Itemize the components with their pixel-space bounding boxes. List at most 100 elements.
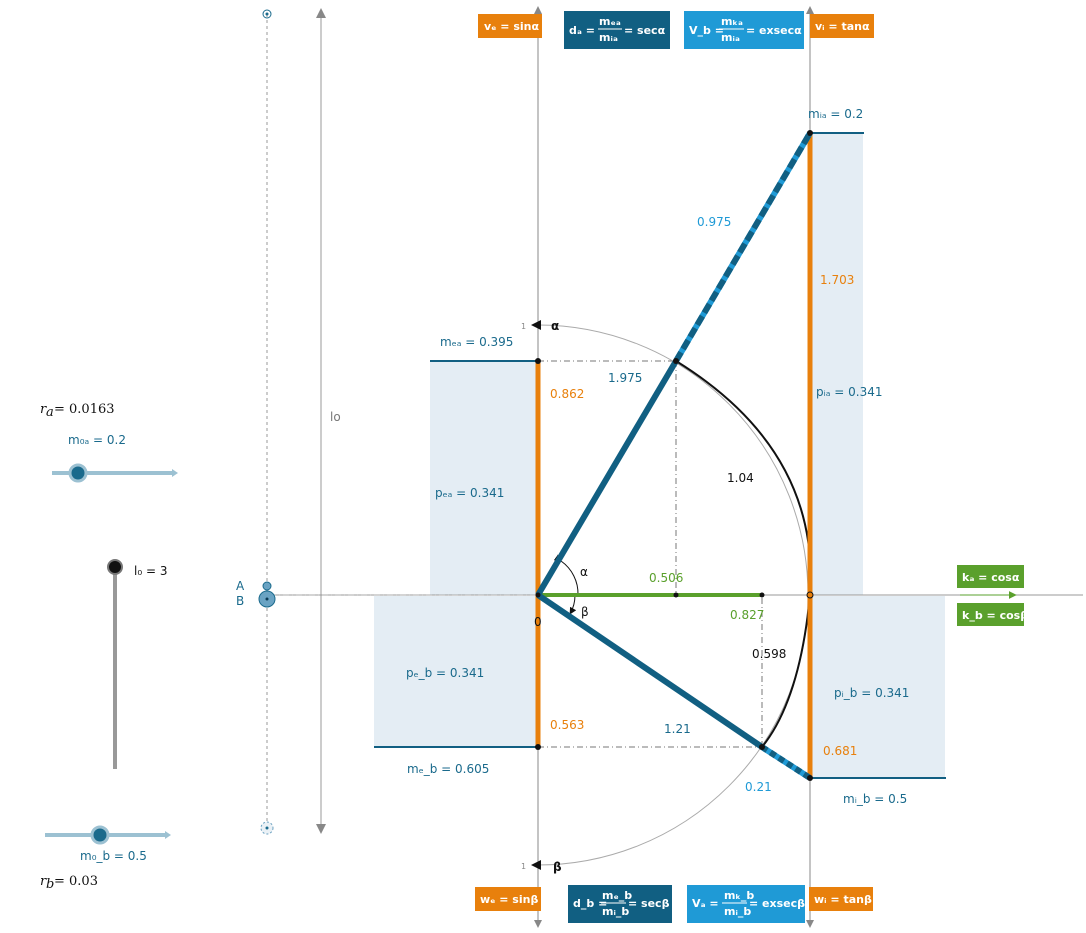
- point-beta-on-arc[interactable]: [759, 744, 765, 750]
- point-k: [806, 591, 814, 599]
- m-ia-label: mᵢₐ = 0.2: [808, 107, 863, 121]
- l0-slider[interactable]: [107, 559, 123, 769]
- svg-text:r: r: [40, 402, 47, 417]
- alpha-angle-label: α: [580, 565, 588, 579]
- beta-angle-label: β: [581, 605, 589, 619]
- tick-one-bottom: 1: [521, 862, 526, 871]
- formula-wi: wᵢ = tanβ: [809, 887, 873, 911]
- value-0827: 0.827: [730, 608, 764, 622]
- m0b-label: m₀_b = 0.5: [80, 849, 147, 863]
- point-m-ea[interactable]: [535, 358, 541, 364]
- value-0506: 0.506: [649, 571, 683, 585]
- ab-top-point[interactable]: [262, 9, 272, 19]
- value-1703: 1.703: [820, 273, 854, 287]
- svg-text:= exsecα: = exsecα: [746, 24, 802, 37]
- svg-text:d_b =: d_b =: [573, 897, 607, 910]
- point-a[interactable]: [262, 581, 272, 591]
- origin-label: 0: [534, 615, 542, 629]
- m-eb-label: mₑ_b = 0.605: [407, 762, 489, 776]
- r-a-readout: r a = 0.0163: [40, 402, 115, 420]
- m-ib-label: mᵢ_b = 0.5: [843, 792, 907, 806]
- p-ia-label: pᵢₐ = 0.341: [816, 385, 883, 399]
- value-0681: 0.681: [823, 744, 857, 758]
- l0-slider-handle[interactable]: [107, 559, 123, 575]
- panel-ea: [430, 361, 538, 595]
- m0b-slider-handle[interactable]: [90, 825, 110, 845]
- secant-alpha: [535, 359, 679, 597]
- exsecant-beta: [760, 744, 812, 781]
- svg-text:wₑ = sinβ: wₑ = sinβ: [480, 893, 538, 906]
- origin-point: [535, 592, 541, 598]
- svg-text:= 0.03: = 0.03: [54, 874, 98, 889]
- svg-text:= 0.0163: = 0.0163: [54, 402, 115, 417]
- tick-one-top: 1: [521, 322, 526, 331]
- value-0975: 0.975: [697, 215, 731, 229]
- p-ea-label: pₑₐ = 0.341: [435, 486, 504, 500]
- axis-e-bottom-arrow: [534, 920, 542, 928]
- formula-va: Vₐ = mₖ_b mᵢ_b = exsecβ: [687, 885, 805, 923]
- svg-text:dₐ =: dₐ =: [569, 24, 595, 37]
- axis-e-top-arrow: [534, 6, 542, 14]
- alpha-axis-arrow: [531, 320, 541, 330]
- formula-kb: k_b = cosβ: [957, 603, 1028, 626]
- secant-beta: [536, 592, 764, 750]
- lo-arrow-bottom: [316, 824, 326, 834]
- axis-i-top-arrow: [806, 6, 814, 14]
- point-alpha-on-arc[interactable]: [673, 358, 679, 364]
- svg-text:mₑₐ: mₑₐ: [599, 15, 621, 28]
- svg-text:vₑ = sinα: vₑ = sinα: [484, 20, 539, 33]
- p-ib-label: pᵢ_b = 0.341: [834, 686, 909, 700]
- formula-ve: vₑ = sinα: [478, 14, 542, 38]
- svg-text:Vₐ =: Vₐ =: [692, 897, 719, 910]
- point-m-ib[interactable]: [807, 775, 813, 781]
- outer-arc-top: [537, 324, 809, 596]
- formula-vb: V_b = mₖₐ mᵢₐ = exsecα: [684, 11, 804, 49]
- svg-text:vᵢ = tanα: vᵢ = tanα: [815, 20, 870, 33]
- svg-text:mₑ_b: mₑ_b: [602, 889, 632, 902]
- alpha-axis-label: α: [551, 319, 559, 333]
- value-021: 0.21: [745, 780, 772, 794]
- alpha-angle-arc: [553, 554, 579, 596]
- axis-i-bottom-arrow: [806, 920, 814, 928]
- l0-label: l₀ = 3: [134, 564, 167, 578]
- svg-text:= secα: = secα: [624, 24, 666, 37]
- point-b-label: B: [236, 594, 244, 608]
- svg-text:b: b: [46, 877, 54, 892]
- value-104: 1.04: [727, 471, 754, 485]
- point-alpha-proj: [673, 592, 679, 598]
- svg-text:a: a: [46, 405, 54, 420]
- lo-label: lo: [330, 410, 341, 424]
- svg-text:r: r: [40, 874, 47, 889]
- svg-text:V_b =: V_b =: [689, 24, 724, 37]
- m0a-slider-handle[interactable]: [68, 463, 88, 483]
- svg-text:wᵢ = tanβ: wᵢ = tanβ: [814, 893, 872, 906]
- m0b-slider[interactable]: [45, 825, 171, 845]
- point-a-label: A: [236, 579, 245, 593]
- p-eb-label: pₑ_b = 0.341: [406, 666, 484, 680]
- beta-axis-label: β: [553, 860, 562, 874]
- point-m-eb[interactable]: [535, 744, 541, 750]
- value-0862: 0.862: [550, 387, 584, 401]
- formula-vi: vᵢ = tanα: [810, 14, 874, 38]
- point-m-ia[interactable]: [807, 130, 813, 136]
- beta-angle-arc: [569, 594, 577, 615]
- svg-text:mₖₐ: mₖₐ: [721, 15, 743, 28]
- m-ea-label: mₑₐ = 0.395: [440, 335, 513, 349]
- svg-text:= exsecβ: = exsecβ: [749, 897, 805, 910]
- formula-db: d_b = mₑ_b mᵢ_b = secβ: [568, 885, 672, 923]
- value-0563: 0.563: [550, 718, 584, 732]
- value-121: 1.21: [664, 722, 691, 736]
- value-1975: 1.975: [608, 371, 642, 385]
- formula-we: wₑ = sinβ: [475, 887, 541, 911]
- svg-text:kₐ = cosα: kₐ = cosα: [962, 571, 1020, 584]
- r-b-readout: r b = 0.03: [40, 874, 98, 892]
- m0a-slider[interactable]: [52, 463, 178, 483]
- svg-text:mₖ_b: mₖ_b: [724, 889, 754, 902]
- svg-text:mᵢₐ: mᵢₐ: [721, 31, 740, 44]
- beta-axis-arrow: [531, 860, 541, 870]
- value-0598: 0.598: [752, 647, 786, 661]
- svg-text:= secβ: = secβ: [628, 897, 670, 910]
- panel-eb: [374, 596, 538, 747]
- svg-text:mᵢₐ: mᵢₐ: [599, 31, 618, 44]
